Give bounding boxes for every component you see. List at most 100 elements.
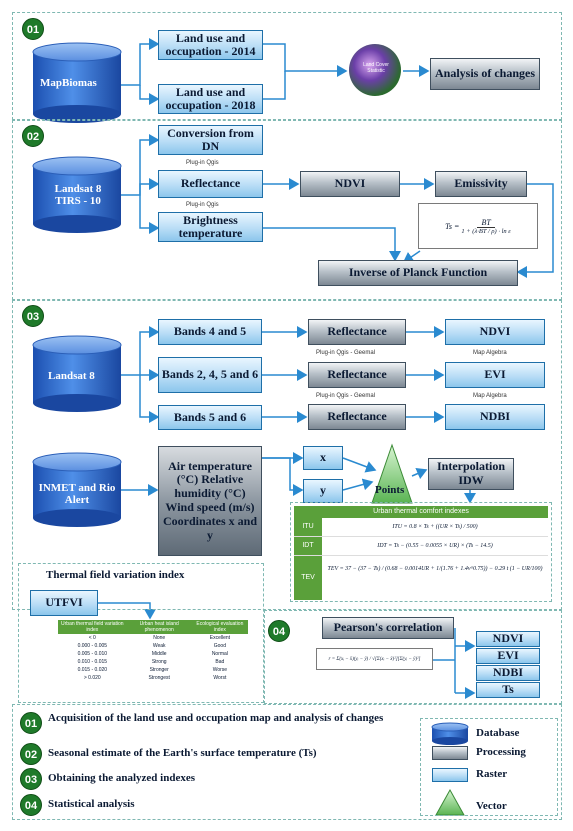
legend-symbols — [420, 718, 558, 816]
pearson-correlation: Pearson's correlation — [322, 617, 454, 639]
utfvi-header-row: Urban thermal field variation index Urba… — [58, 620, 248, 634]
mapbiomas-label: MapBiomas — [40, 77, 97, 89]
legend-step-number: 01 — [20, 712, 42, 734]
formula-num: BT — [477, 218, 495, 228]
comfort-row: ITU ITU = 0.8 × Ts + ((UR × Ts) / 500) — [294, 518, 548, 537]
utfvi-header: Ecological evaluation index — [196, 621, 244, 633]
utfvi-cell: Middle — [151, 651, 167, 657]
landsat8-cylinder — [32, 335, 122, 412]
legend-processing: Processing — [476, 746, 526, 758]
utfvi-raster: UTFVI — [30, 590, 98, 616]
raster-ndbi: NDBI — [445, 404, 545, 430]
formula-ts: Ts = — [445, 221, 460, 231]
reflectance-2: Reflectance — [308, 362, 406, 388]
utfvi-cell: < 0 — [88, 635, 96, 641]
utfvi-cell: Normal — [211, 651, 228, 657]
comfort-formula: TEV = 37 − (37 − Ts) / (0.68 − 0.0014UR … — [327, 566, 543, 572]
utfvi-cell: Bad — [215, 659, 225, 665]
landsat-tirs-cylinder — [32, 156, 122, 233]
step-number: 04 — [268, 620, 290, 642]
plugin-note: Plug-in Qgis — [186, 160, 219, 166]
comfort-index-panel: Urban thermal comfort indexes ITU ITU = … — [290, 502, 552, 602]
bands-2-4-5-6: Bands 2, 4, 5 and 6 — [158, 357, 262, 393]
comfort-formula: ITU = 0.8 × Ts + ((UR × Ts) / 500) — [392, 524, 478, 530]
utfvi-cell: 0.005 - 0.010 — [77, 651, 108, 657]
utfvi-row: < 0 None Excellent — [58, 634, 248, 642]
legend-raster-icon — [432, 768, 468, 782]
legend-step-text: Acquisition of the land use and occupati… — [48, 712, 384, 724]
landsat-tirs-label: Landsat 8 TIRS - 10 — [54, 183, 102, 207]
raster-ndvi: NDVI — [445, 319, 545, 345]
planck-formula: Ts = BT 1 + (λ·BT / ρ) · ln ε — [418, 203, 538, 249]
legend-database: Database — [476, 727, 520, 739]
utfvi-table: Urban thermal field variation index Urba… — [58, 620, 248, 682]
ndvi-process: NDVI — [300, 171, 400, 197]
analysis-of-changes: Analysis of changes — [430, 58, 540, 90]
bands-5-6: Bands 5 and 6 — [158, 405, 262, 430]
legend-step-text: Obtaining the analyzed indexes — [48, 772, 195, 784]
legend-step-number: 02 — [20, 743, 42, 765]
pearson-ts: Ts — [476, 682, 540, 698]
pearson-formula: r = Σ(xᵢ − x̄)(yᵢ − ȳ) / √[Σ(xᵢ − x̄)²][… — [316, 648, 433, 670]
legend-raster: Raster — [476, 768, 508, 780]
comfort-formula: IDT = Ts − (0.55 − 0.0055 × UR) × (Ts − … — [377, 543, 493, 549]
utfvi-cell: None — [153, 635, 166, 641]
utfvi-cell: 0.015 - 0.020 — [77, 667, 108, 673]
utfvi-cell: Excellent — [209, 635, 231, 641]
utfvi-cell: Good — [213, 643, 226, 649]
utfvi-cell: 0.010 - 0.015 — [77, 659, 108, 665]
legend-processing-icon — [432, 746, 468, 760]
y-coordinate: y — [303, 479, 343, 503]
reflectance-3: Reflectance — [308, 404, 406, 430]
inmet-variables: Air temperature (°C) Relative humidity (… — [158, 446, 262, 556]
utfvi-panel — [18, 563, 264, 703]
utfvi-header: Urban heat island phenomenon — [139, 621, 179, 633]
section-1 — [12, 12, 562, 120]
plugin-note: Plug-in Qgis — [186, 202, 219, 208]
comfort-title: Urban thermal comfort indexes — [294, 506, 548, 518]
utfvi-cell: Stronger — [149, 667, 169, 673]
points-label: Points — [375, 484, 405, 496]
brightness-temperature: Brightness temperature — [158, 212, 263, 242]
inmet-cylinder — [32, 452, 122, 527]
plugin-note: Plug-in Qgis - Geemal — [316, 350, 376, 356]
mapbiomas-cylinder — [32, 42, 122, 123]
utfvi-cell: > 0.020 — [83, 675, 101, 681]
legend-panel — [12, 704, 562, 820]
pearson-ndbi: NDBI — [476, 665, 540, 681]
comfort-label: TEV — [294, 556, 322, 600]
utfvi-cell: Weak — [152, 643, 166, 649]
step-number: 03 — [22, 305, 44, 327]
utfvi-header: Urban thermal field variation index — [61, 621, 124, 633]
comfort-row: TEV TEV = 37 − (37 − Ts) / (0.68 − 0.001… — [294, 556, 548, 600]
conversion-from-dn: Conversion from DN — [158, 125, 263, 155]
legend-step-text: Seasonal estimate of the Earth's surface… — [48, 747, 317, 759]
legend-step-number: 04 — [20, 794, 42, 816]
landsat8-label: Landsat 8 — [48, 370, 95, 382]
section-3 — [12, 300, 562, 610]
plugin-note: Plug-in Qgis - Geemal — [316, 393, 376, 399]
section-4 — [264, 610, 562, 704]
raster-landuse-2018: Land use and occupation - 2018 — [158, 84, 263, 114]
interpolation-idw: Interpolation IDW — [428, 458, 514, 490]
formula-den: 1 + (λ·BT / ρ) · ln ε — [461, 227, 511, 235]
step-number: 01 — [22, 18, 44, 40]
utfvi-row: 0.005 - 0.010 Middle Normal — [58, 650, 248, 658]
utfvi-cell: Worst — [213, 675, 227, 681]
raster-landuse-2014: Land use and occupation - 2014 — [158, 30, 263, 60]
x-coordinate: x — [303, 446, 343, 470]
map-algebra-note: Map Algebra — [473, 393, 507, 399]
legend-database-icon — [431, 722, 469, 745]
legend-vector: Vector — [476, 800, 507, 812]
land-cover-globe — [349, 44, 401, 96]
section-2 — [12, 120, 562, 300]
globe-label: Land Cover Statistic — [363, 62, 389, 74]
legend-step-text: Statistical analysis — [48, 798, 135, 810]
inmet-label: INMET and Rio Alert — [38, 482, 116, 506]
inverse-planck: Inverse of Planck Function — [318, 260, 518, 286]
raster-evi: EVI — [445, 362, 545, 388]
pearson-ndvi: NDVI — [476, 631, 540, 647]
